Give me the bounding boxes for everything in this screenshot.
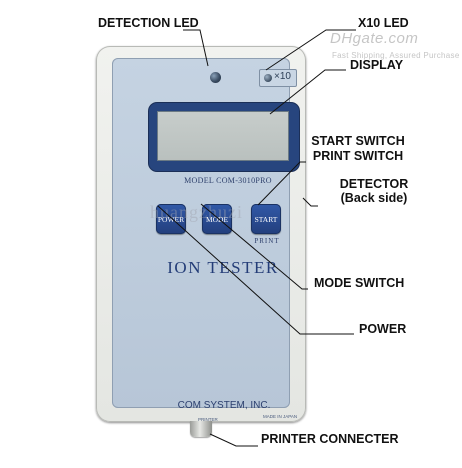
label-start-switch: START SWITCH xyxy=(311,134,405,148)
printer-small-label: PRINTER xyxy=(198,417,218,422)
label-detector: DETECTOR xyxy=(339,177,409,191)
x10-led-icon xyxy=(264,74,272,82)
model-label: MODEL COM-3010PRO xyxy=(184,176,272,185)
start-button-label: START xyxy=(254,214,278,224)
line-printer-connecter xyxy=(209,433,258,447)
start-button[interactable]: START xyxy=(251,204,281,234)
watermark-overlay: huangzhuzi xyxy=(150,202,243,222)
brand-title: ION TESTER xyxy=(167,258,279,277)
maker-label: COM SYSTEM, INC. xyxy=(177,400,271,411)
detection-led-icon xyxy=(210,72,221,83)
label-display: DISPLAY xyxy=(350,58,404,72)
label-mode-switch: MODE SWITCH xyxy=(314,276,405,290)
x10-led-badge: ×10 xyxy=(259,69,297,87)
label-detector-back-side: (Back side) xyxy=(340,191,408,205)
watermark-site: DHgate.com xyxy=(330,30,419,47)
label-detection-led: DETECTION LED xyxy=(98,16,199,30)
x10-badge-text: ×10 xyxy=(274,71,291,82)
label-x10-led: X10 LED xyxy=(358,16,409,30)
print-label: PRINT xyxy=(254,237,280,245)
lcd-display xyxy=(157,111,289,161)
label-power: POWER xyxy=(359,322,407,336)
watermark: DHgate.com Fast Shipping, Assured Purcha… xyxy=(296,28,459,72)
label-print-switch: PRINT SWITCH xyxy=(312,149,404,163)
made-in-label: MADE IN JAPAN xyxy=(263,414,298,419)
faceplate: ×10 MODEL COM-3010PRO POWER MODE START P… xyxy=(112,58,299,422)
printer-connector-plug xyxy=(190,421,212,437)
label-printer-connecter: PRINTER CONNECTER xyxy=(261,432,399,446)
display-frame xyxy=(149,103,299,171)
watermark-tagline: Fast Shipping, Assured Purchase xyxy=(332,51,460,60)
ion-tester-device: ×10 MODEL COM-3010PRO POWER MODE START P… xyxy=(96,46,306,422)
